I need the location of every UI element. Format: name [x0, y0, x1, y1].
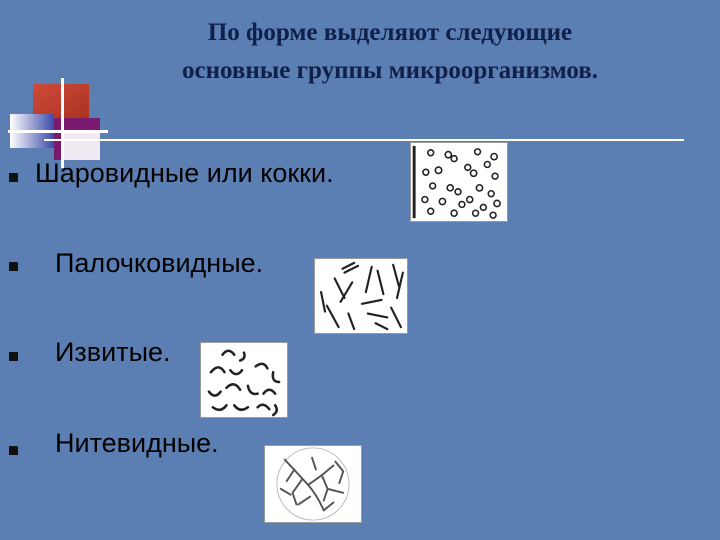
- rods-image: [314, 258, 408, 334]
- decorative-squares: [8, 78, 108, 168]
- title-line-2: основные группы микроорганизмов.: [182, 57, 598, 84]
- filament-image: [264, 445, 362, 523]
- title-line-1: По форме выделяют следующие: [207, 19, 573, 46]
- cocci-image: [410, 142, 508, 222]
- item-label-spiral: Извитые.: [55, 337, 171, 367]
- item-label-filaments: Нитевидные.: [55, 428, 219, 458]
- item-label-rods: Палочковидные.: [55, 248, 264, 278]
- bullet-square-icon: [9, 352, 18, 361]
- bullet-square-icon: [9, 173, 18, 182]
- bullet-square-icon: [9, 446, 18, 455]
- spiral-image: [200, 342, 288, 418]
- bullet-square-icon: [9, 262, 18, 271]
- slide-title: По форме выделяют следующие основные гру…: [110, 14, 670, 90]
- item-label-cocci: Шаровидные или кокки.: [35, 158, 334, 188]
- divider-line: [44, 139, 684, 141]
